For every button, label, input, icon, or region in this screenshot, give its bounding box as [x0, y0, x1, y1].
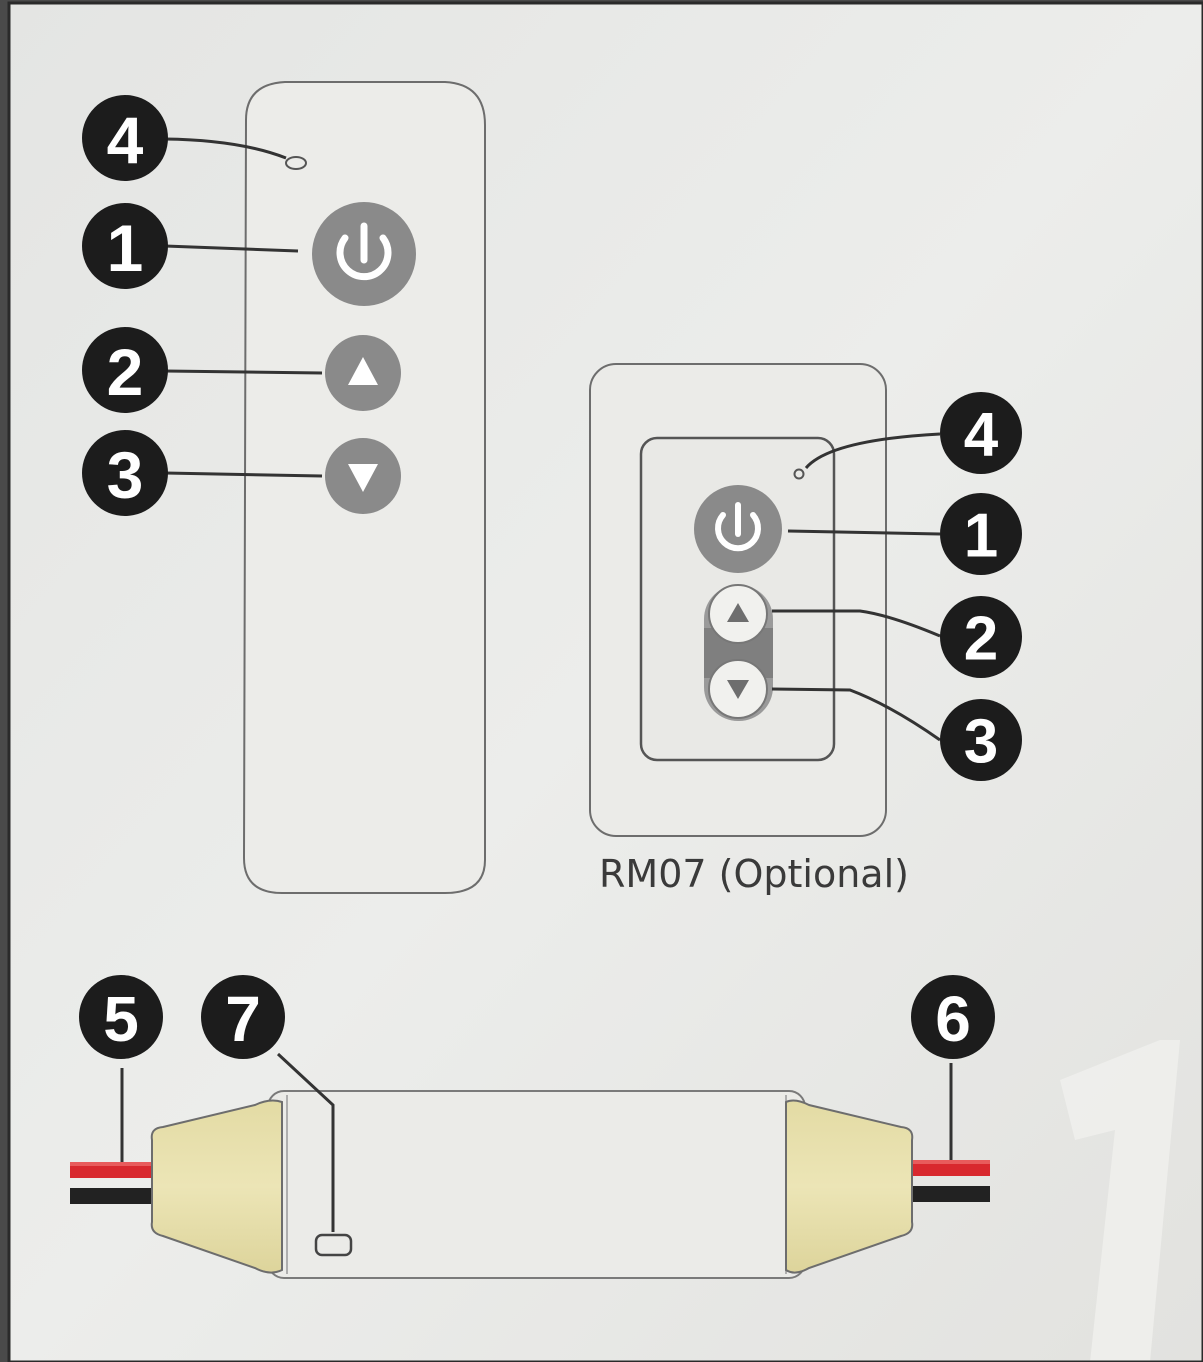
callout-number: 3	[107, 438, 144, 512]
callout-badge: 4	[940, 392, 1022, 474]
brightness-down-button[interactable]	[708, 659, 768, 719]
model-caption: RM07 (Optional)	[599, 852, 909, 896]
leader-line	[276, 1052, 335, 1232]
callout-badge: 7	[201, 975, 285, 1059]
status-led-icon	[314, 1233, 353, 1257]
callout-badge: 1	[82, 203, 168, 289]
callout-badge: 3	[940, 699, 1022, 781]
handheld-remote: 4 1 2 3	[82, 81, 486, 894]
power-button[interactable]	[694, 485, 782, 573]
callout-number: 4	[964, 401, 999, 470]
callout-number: 7	[225, 983, 261, 1055]
callout-number: 2	[964, 605, 998, 674]
power-icon	[715, 502, 761, 552]
callout-badge: 6	[911, 975, 995, 1059]
image-frame	[7, 1, 1203, 1362]
leader-line	[771, 687, 941, 742]
leader-line	[804, 432, 941, 470]
brightness-up-button[interactable]	[708, 584, 768, 644]
brightness-down-button[interactable]	[325, 438, 401, 514]
end-cap-left	[150, 1099, 283, 1274]
callout-badge: 3	[82, 430, 168, 516]
callout-number: 5	[103, 983, 139, 1055]
end-cap-right	[785, 1099, 914, 1274]
wire-black-left	[70, 1188, 160, 1204]
leader-line	[164, 471, 323, 478]
leader-line	[164, 244, 299, 253]
wall-remote: 4 1 2 3 RM07 (Optional)	[589, 363, 1022, 896]
leader-line	[787, 529, 941, 536]
indicator-led-icon	[793, 468, 805, 480]
down-arrow-icon	[348, 464, 378, 492]
leader-line	[164, 369, 323, 375]
callout-number: 4	[107, 103, 144, 177]
wire-highlight	[70, 1162, 160, 1166]
callout-number: 1	[964, 502, 998, 571]
power-button[interactable]	[312, 202, 416, 306]
callout-number: 6	[935, 983, 971, 1055]
callout-number: 3	[964, 708, 998, 777]
callout-badge: 5	[79, 975, 163, 1059]
controller-body	[267, 1090, 806, 1279]
callout-number: 1	[107, 211, 144, 285]
down-arrow-icon	[727, 680, 749, 699]
callout-badge: 1	[940, 493, 1022, 575]
led-controller: 5 7 6	[70, 975, 995, 1279]
callout-badge: 2	[82, 327, 168, 413]
indicator-led-icon	[285, 156, 307, 170]
brightness-up-button[interactable]	[325, 335, 401, 411]
callout-badge: 4	[82, 95, 168, 181]
leader-line	[772, 609, 941, 638]
power-icon	[336, 222, 392, 281]
callout-badge: 2	[940, 596, 1022, 678]
callout-number: 2	[107, 335, 144, 409]
leader-line	[164, 137, 287, 160]
wire-black-right	[905, 1186, 990, 1202]
wire-highlight	[905, 1160, 990, 1164]
up-arrow-icon	[727, 603, 749, 622]
up-arrow-icon	[348, 357, 378, 385]
background-watermark	[1060, 1040, 1180, 1362]
